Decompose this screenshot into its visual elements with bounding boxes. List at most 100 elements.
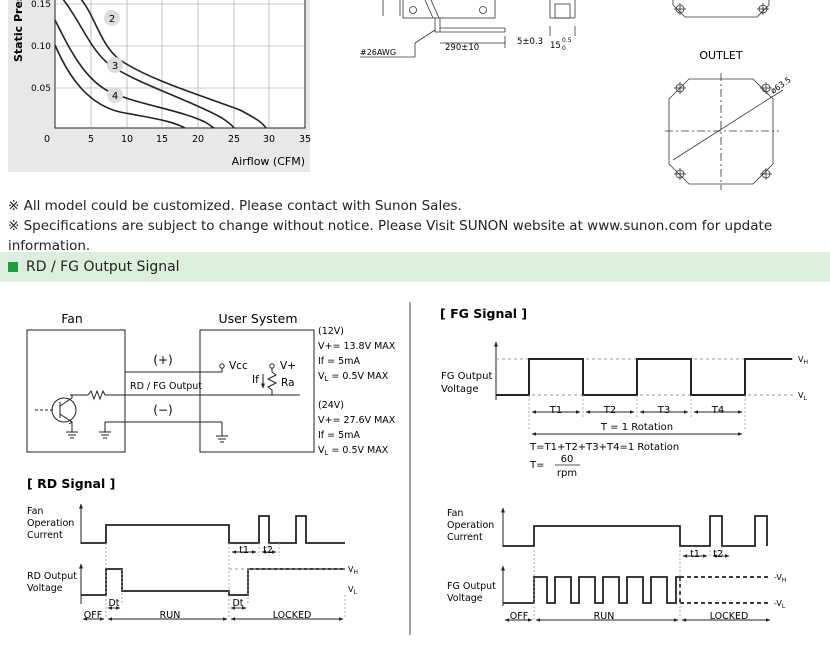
rd-dt: Dt [108, 598, 119, 609]
fg-ylabel: Voltage [441, 384, 479, 395]
period-label: T4 [711, 405, 724, 416]
fg-period-labels: T1 T2 T3 T4 [549, 405, 724, 416]
user-system-box [199, 329, 315, 453]
formula-denominator: rpm [557, 468, 577, 479]
x-axis-label: Airflow (CFM) [232, 155, 305, 168]
x-tick: 25 [228, 134, 240, 145]
period-label: T1 [549, 405, 562, 416]
period-label: T2 [603, 405, 616, 416]
outlet-view [665, 73, 784, 190]
if-label: If [252, 374, 259, 386]
pq-chart: 2 3 4 0.15 0.10 0.05 0 5 10 15 20 25 30 … [8, 0, 311, 172]
section-title: RD / FG Output Signal [26, 259, 180, 275]
fg-locked: LOCKED [710, 611, 749, 622]
dim-b-label: 15 [550, 41, 561, 51]
fg-ylabel: FG Output [441, 371, 492, 382]
svg-text:If = 5mA: If = 5mA [318, 356, 360, 367]
fg-output-label: FG Output Voltage [447, 581, 496, 604]
fan-label: Fan [61, 311, 83, 326]
rotation-label: T = 1 Rotation [600, 422, 673, 433]
curve-1 [80, 0, 267, 129]
ra-label: Ra [281, 377, 295, 389]
pq-curves [54, 0, 267, 129]
curve-2 [62, 0, 235, 129]
svg-text:V+= 27.6V MAX: V+= 27.6V MAX [318, 415, 396, 426]
svg-text:(12V): (12V) [318, 326, 344, 337]
dimension-drawing: #26AWG 290±10 5±0.3 15 0.5 0 [360, 0, 576, 58]
fg-vh: VH [798, 355, 808, 366]
rd-current-label: Fan Operation Current [27, 506, 74, 541]
wire-gauge-label: #26AWG [360, 48, 396, 57]
rd-output-label: RD Output Voltage [27, 571, 77, 594]
rd-t1: t1 [239, 545, 249, 556]
output-label: RD / FG Output [130, 381, 202, 392]
x-tick: 10 [121, 134, 133, 145]
curve-label-3: 3 [107, 57, 123, 73]
fg-vl: VL [798, 391, 807, 402]
svg-text:RD Output: RD Output [27, 571, 77, 582]
fg-timing-vh: -VH [774, 573, 786, 584]
dim-a-label: 5±0.3 [517, 37, 543, 47]
rd-locked: LOCKED [273, 610, 312, 621]
x-tick: 15 [156, 134, 168, 145]
x-tick-labels: 0 5 10 15 20 25 30 35 [44, 134, 311, 145]
spec-24v: (24V) V+= 27.6V MAX If = 5mA VL = 0.5V M… [318, 400, 396, 457]
fg-t2: t2 [713, 549, 723, 560]
svg-text:Current: Current [447, 532, 483, 543]
curve-4 [54, 44, 186, 129]
x-tick: 5 [88, 134, 94, 145]
formula-numerator: 60 [561, 454, 574, 465]
svg-text:4: 4 [112, 91, 118, 102]
note-specifications: ※ Specifications are subject to change w… [8, 218, 773, 254]
y-tick: 0.05 [31, 84, 51, 94]
x-tick: 20 [192, 134, 204, 145]
signal-diagrams: Fan User System [26, 302, 808, 635]
curve-3 [54, 19, 215, 129]
fg-off: OFF [510, 611, 528, 622]
fg-t1: t1 [690, 549, 700, 560]
rd-vh: VH [348, 565, 358, 576]
svg-text:(24V): (24V) [318, 400, 344, 411]
spec-12v: (12V) V+= 13.8V MAX If = 5mA VL = 0.5V M… [318, 326, 396, 383]
svg-text:Fan: Fan [447, 508, 463, 519]
dim-b-tol-top: 0.5 [562, 37, 572, 44]
rd-signal-diagram: [ RD Signal ] Fan Operation Current RD O… [27, 476, 358, 621]
svg-text:Voltage: Voltage [27, 583, 63, 594]
svg-text:Fan: Fan [27, 506, 43, 517]
svg-text:Operation: Operation [27, 518, 74, 529]
svg-text:FG Output: FG Output [447, 581, 496, 592]
svg-text:V+= 13.8V MAX: V+= 13.8V MAX [318, 341, 396, 352]
svg-text:3: 3 [112, 61, 118, 72]
plot-area [54, 0, 306, 129]
minus-label: (−) [153, 403, 172, 417]
plus-label: (+) [153, 353, 172, 367]
section-marker [8, 262, 18, 272]
fg-signal-diagram: [ FG Signal ] FG Output Voltage VH VL [440, 306, 808, 479]
x-tick: 0 [44, 134, 50, 145]
rd-off: OFF [84, 610, 102, 621]
period-label: T3 [657, 405, 670, 416]
svg-text:VL = 0.5V MAX: VL = 0.5V MAX [318, 445, 389, 457]
svg-text:2: 2 [109, 14, 115, 25]
svg-text:Voltage: Voltage [447, 593, 483, 604]
y-tick-labels: 0.15 0.10 0.05 [31, 0, 51, 94]
fg-timing-vl: -VL [774, 599, 786, 610]
note-customize: ※ All model could be customized. Please … [8, 198, 462, 214]
fg-timing-diagram: Fan Operation Current FG Output Voltage [447, 507, 786, 622]
notes: ※ All model could be customized. Please … [8, 196, 830, 256]
fg-run: RUN [594, 611, 615, 622]
rd-dt: Dt [232, 598, 243, 609]
y-tick: 0.15 [31, 0, 51, 10]
outlet-label: OUTLET [699, 49, 743, 62]
curve-label-4: 4 [107, 87, 123, 103]
x-tick: 30 [263, 134, 275, 145]
user-system-label: User System [218, 311, 297, 326]
inlet-view-bottom [672, 0, 770, 18]
formula-t: T= [529, 460, 545, 471]
svg-text:Operation: Operation [447, 520, 494, 531]
rd-vl: VL [348, 585, 357, 596]
x-tick: 35 [299, 134, 311, 145]
y-axis-label: Static Press [12, 0, 25, 62]
grid [55, 0, 305, 128]
svg-text:If = 5mA: If = 5mA [318, 430, 360, 441]
